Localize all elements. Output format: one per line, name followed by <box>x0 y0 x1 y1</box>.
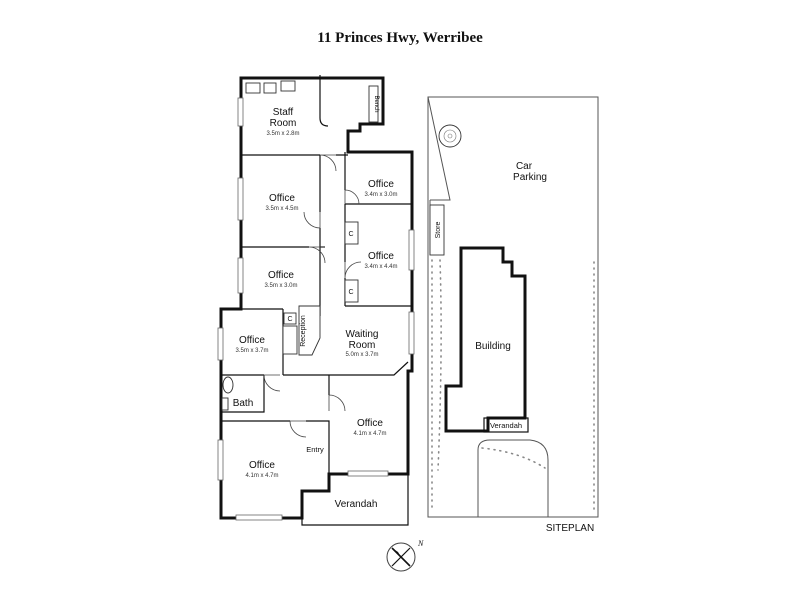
bench <box>368 85 379 123</box>
building-verandah <box>483 417 529 433</box>
office-dims: 3.4m x 3.0m <box>364 192 397 198</box>
door <box>344 189 360 205</box>
window <box>408 229 415 271</box>
window <box>217 327 224 361</box>
garden-bed-middle <box>437 259 442 471</box>
reception-counter <box>298 305 321 356</box>
waiting-room-label-2: Room <box>349 340 376 351</box>
window <box>235 514 283 521</box>
door <box>308 246 326 264</box>
plan-title: 11 Princes Hwy, Werribee <box>317 30 483 46</box>
office-label: Office <box>249 460 275 471</box>
office-label: Office <box>368 251 394 262</box>
office-label: Office <box>357 418 383 429</box>
window <box>237 97 244 127</box>
stove <box>263 82 277 94</box>
door <box>319 154 337 172</box>
bench-label: Bench <box>373 95 379 112</box>
reception-label: Reception <box>300 315 307 347</box>
cupboard <box>344 279 359 303</box>
site-boundary <box>427 96 599 518</box>
door <box>303 211 321 229</box>
window <box>237 177 244 221</box>
waiting-room-label-1: Waiting <box>346 329 379 340</box>
siteplan-label: SITEPLAN <box>546 523 594 534</box>
house-outline-wall <box>219 76 414 520</box>
north-label: N <box>417 539 424 548</box>
bath-label: Bath <box>233 398 254 409</box>
office-dims: 4.1m x 4.7m <box>353 431 386 437</box>
basin <box>221 397 229 411</box>
staff-room-label-1: Staff <box>273 107 294 118</box>
office-label: Office <box>268 270 294 281</box>
office-dims: 3.5m x 4.5m <box>265 206 298 212</box>
driveway-curve <box>477 439 549 517</box>
store-box <box>429 204 445 256</box>
waiting-room-dims: 5.0m x 3.7m <box>345 352 378 358</box>
door <box>344 261 362 279</box>
window <box>237 257 244 294</box>
cupboard <box>344 221 359 245</box>
staff-room-label-2: Room <box>270 118 297 129</box>
door <box>263 374 281 392</box>
door <box>289 420 307 438</box>
cupboard-label: C <box>348 231 353 238</box>
house <box>217 75 415 526</box>
window <box>408 311 415 355</box>
office-dims: 3.5m x 3.0m <box>264 283 297 289</box>
car-parking-label-2: Parking <box>513 172 547 183</box>
office-dims: 3.5m x 3.7m <box>235 348 268 354</box>
entry-label: Entry <box>306 445 324 454</box>
verandah-outline <box>301 474 409 526</box>
toilet <box>222 376 234 394</box>
fridge <box>280 80 296 92</box>
office-label: Office <box>269 193 295 204</box>
cupboard-label: C <box>348 289 353 296</box>
office-label: Office <box>239 335 265 346</box>
building-label: Building <box>475 341 511 352</box>
window <box>217 439 224 481</box>
door <box>328 394 346 412</box>
building-outline <box>444 246 527 433</box>
sink <box>245 82 261 94</box>
north-compass-icon: N <box>386 539 424 572</box>
site-plan <box>427 96 599 518</box>
staff-room-dims: 3.5m x 2.8m <box>266 131 299 137</box>
driveway-garden <box>481 447 546 469</box>
site-verandah-label: Verandah <box>490 421 522 430</box>
office-label: Office <box>368 179 394 190</box>
window <box>347 470 389 477</box>
store-label: Store <box>435 222 442 239</box>
reception-desk <box>282 325 298 355</box>
cupboard-label: C <box>287 316 292 323</box>
tree-icon <box>438 124 462 148</box>
car-parking-label-1: Car <box>516 161 533 172</box>
verandah-label: Verandah <box>335 499 378 510</box>
interior-walls <box>221 75 412 474</box>
office-dims: 3.4m x 4.4m <box>364 264 397 270</box>
office-dims: 4.1m x 4.7m <box>245 473 278 479</box>
cupboard <box>283 312 297 325</box>
